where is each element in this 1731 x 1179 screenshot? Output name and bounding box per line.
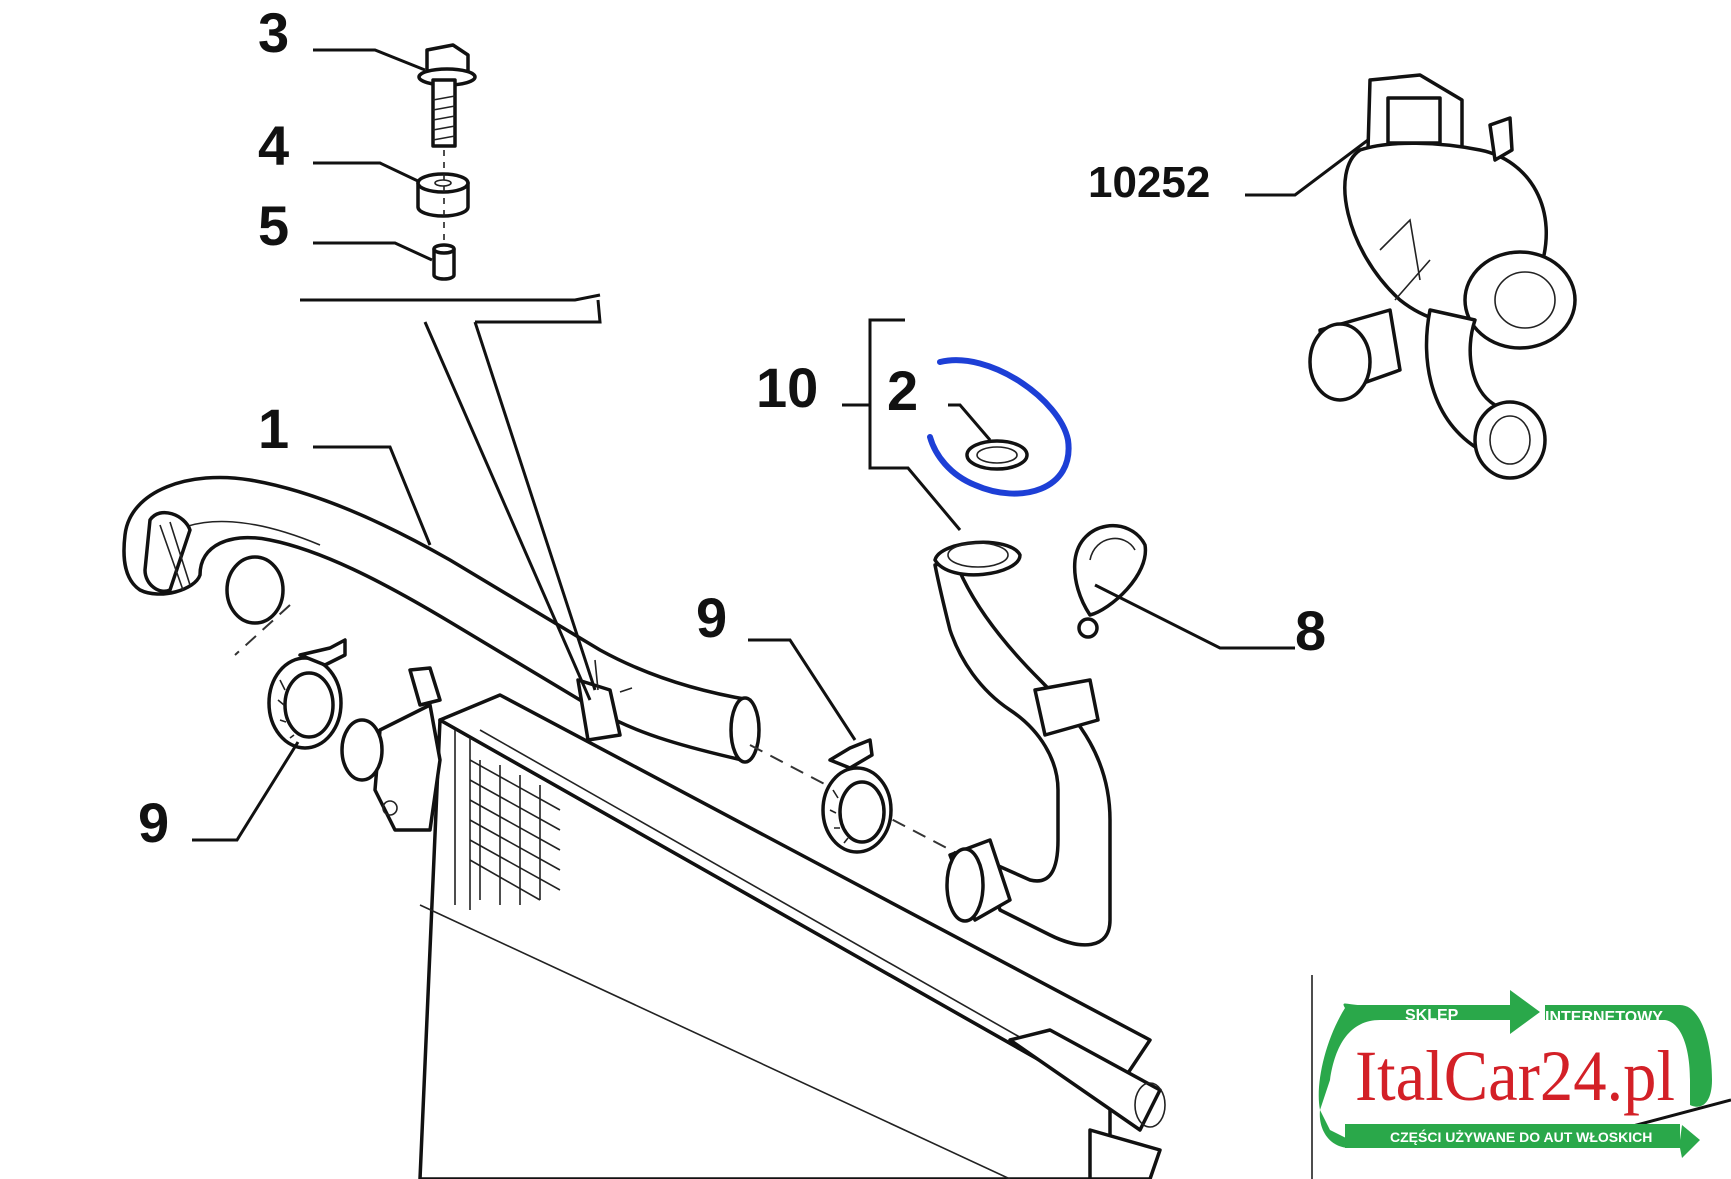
logo-top-right-text: INTERNETOWY	[1545, 1009, 1663, 1026]
bushing-part-4	[416, 172, 470, 218]
callout-2: 2	[887, 359, 918, 422]
intercooler	[340, 666, 1166, 1179]
connection-line-left	[234, 604, 291, 656]
sleeve-part-5	[432, 243, 456, 281]
bolt-part-3	[417, 43, 477, 148]
hose-clamp-part-9-left	[267, 638, 347, 750]
callout-10252: 10252	[1088, 158, 1210, 207]
italcar24-logo: SKLEP INTERNETOWY ItalCar24.pl CZĘŚCI UŻ…	[1318, 990, 1712, 1158]
clip-part-8	[1072, 523, 1148, 639]
callout-4: 4	[258, 114, 289, 177]
intercooler-core-grid	[469, 759, 561, 905]
callout-8: 8	[1295, 599, 1326, 662]
logo-bottom-text: CZĘŚCI UŻYWANE DO AUT WŁOSKICH	[1390, 1128, 1652, 1145]
turbocharger	[1308, 73, 1577, 480]
highlight-circle	[927, 357, 1072, 497]
callout-5: 5	[258, 194, 289, 257]
callout-1: 1	[258, 397, 289, 460]
o-ring-part-2	[965, 439, 1029, 471]
callout-3: 3	[258, 1, 289, 64]
callout-9-left: 9	[138, 791, 169, 854]
charge-air-pipe-part-10	[933, 540, 1112, 947]
hose-clamp-part-9-mid	[821, 738, 893, 854]
logo-top-left-text: SKLEP	[1405, 1007, 1459, 1024]
callout-10: 10	[756, 356, 818, 419]
callout-9-mid: 9	[696, 586, 727, 649]
leader-lines	[192, 48, 1731, 1179]
logo-name-text: ItalCar24.pl	[1355, 1036, 1675, 1116]
